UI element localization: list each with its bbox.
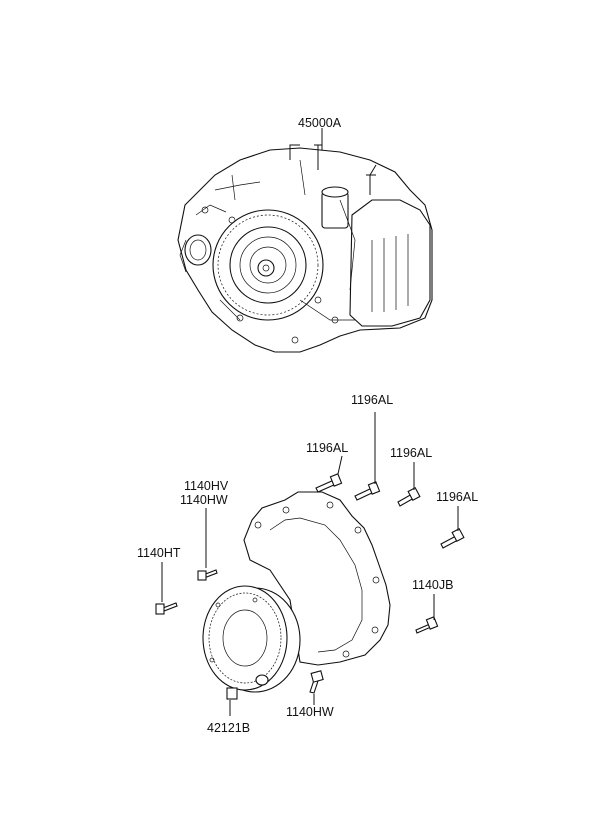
label-1140hw-bottom: 1140HW — [286, 705, 334, 719]
label-42121b: 42121B — [207, 721, 251, 735]
label-1196al-top-center: 1196AL — [351, 393, 394, 407]
bolt-1196al-middle-right — [397, 462, 421, 507]
label-1140hv: 1140HV — [184, 479, 229, 493]
bolt-1140hw-bottom — [309, 670, 324, 705]
bolt-1140jb-right — [415, 594, 439, 634]
converter-housing — [243, 491, 391, 666]
bolt-1196al-center — [354, 412, 381, 501]
torque-converter — [202, 585, 301, 693]
bolt-1140ht-left — [155, 562, 178, 615]
label-1140hw-upper: 1140HW — [180, 493, 228, 507]
label-1140ht: 1140HT — [137, 546, 181, 560]
label-1196al-middle-right: 1196AL — [390, 446, 433, 460]
bolt-1196al-far-right — [440, 506, 465, 549]
drain-plug-42121b — [226, 687, 238, 716]
bolt-1196al-left — [315, 455, 343, 493]
label-1140jb: 1140JB — [412, 578, 454, 592]
label-1196al-far-right: 1196AL — [436, 490, 479, 504]
transaxle-assembly — [177, 128, 433, 353]
label-1196al-left: 1196AL — [306, 441, 349, 455]
label-45000a: 45000A — [298, 116, 342, 130]
bolt-1140hv-upper-left — [197, 508, 218, 581]
